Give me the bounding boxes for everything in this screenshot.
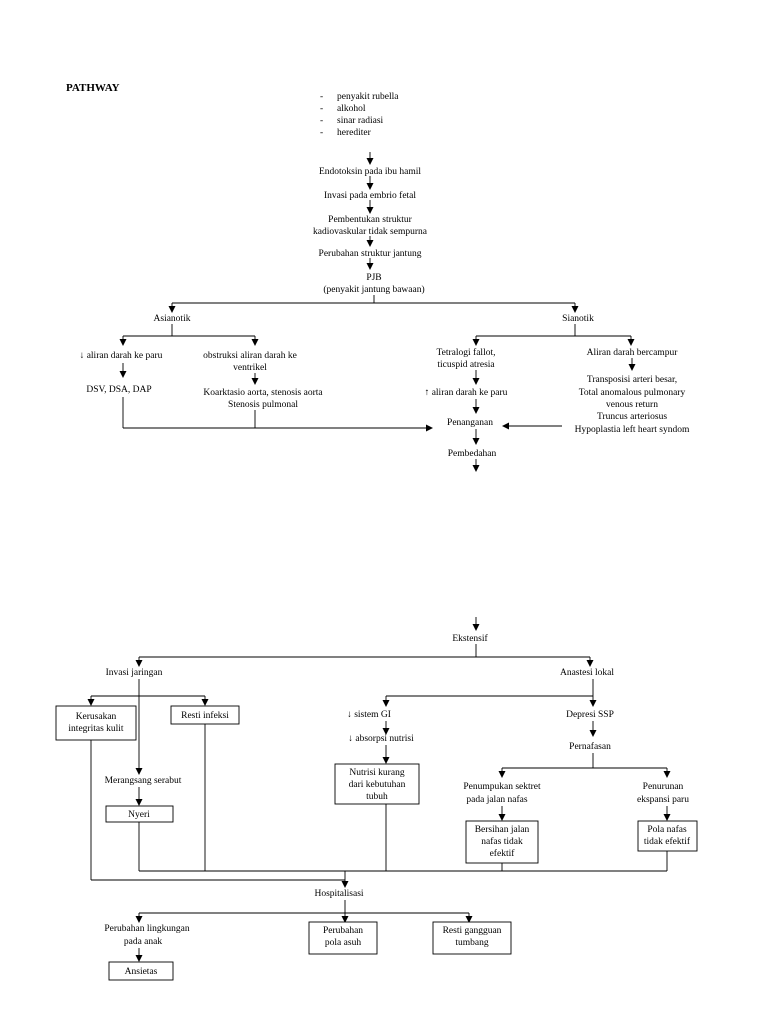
- node-bersihan: Bersihan jalan: [475, 825, 530, 835]
- node-penurunan: Penurunan: [643, 782, 684, 792]
- node-transposisi: Transposisi arteri besar,: [587, 375, 677, 385]
- node-invasi-embrio: Invasi pada embrio fetal: [324, 190, 416, 201]
- node-transposisi: venous return: [606, 400, 658, 410]
- node-resti-gangguan-cont: tumbang: [455, 938, 488, 948]
- node-sistem-gi: ↓ sistem GI: [347, 710, 391, 720]
- node-pola-asuh-cont: pola asuh: [325, 938, 361, 948]
- node-penumpukan: Penumpukan sektret: [463, 782, 541, 792]
- node-transposisi: Total anomalous pulmonary: [579, 388, 686, 398]
- box-perubahan-pola-asuh: [308, 921, 378, 955]
- box-nyeri: [105, 805, 174, 823]
- node-penumpukan-cont: pada jalan nafas: [466, 794, 527, 805]
- box-resti-gangguan-tumbang: [432, 921, 512, 955]
- node-aliran-naik: ↑ aliran darah ke paru: [425, 388, 508, 398]
- node-penurunan-cont: ekspansi paru: [637, 795, 689, 805]
- box-ansietas: [108, 961, 174, 981]
- node-ekstensif: Ekstensif: [452, 633, 488, 644]
- node-aliran-turun: ↓ aliran darah ke paru: [80, 351, 163, 361]
- node-pembentukan: Pembentukan struktur: [328, 215, 412, 225]
- node-koarktasio: Koarktasio aorta, stenosis aorta: [203, 388, 323, 398]
- node-dsv-dsa-dap: DSV, DSA, DAP: [86, 385, 151, 395]
- node-perubahan-lingkungan: Perubahan lingkungan: [104, 924, 189, 934]
- node-tetralogi-cont: ticuspid atresia: [437, 360, 495, 370]
- node-pola-nafas: Pola nafas: [647, 824, 687, 835]
- node-pjb-full: (penyakit jantung bawaan): [323, 284, 424, 295]
- node-obstruksi-cont: ventrikel: [233, 363, 267, 373]
- cause-bullet: -: [320, 128, 323, 138]
- node-nutrisi: dari kebutuhan: [349, 780, 406, 790]
- node-tetralogi: Tetralogi fallot,: [437, 347, 496, 358]
- node-hospitalisasi: Hospitalisasi: [314, 889, 363, 899]
- node-bersihan: nafas tidak: [481, 836, 523, 847]
- box-bersihan-jalan-nafas: [465, 820, 539, 864]
- node-stenosis-pulmonal: Stenosis pulmonal: [228, 400, 298, 410]
- box-pola-nafas: [637, 820, 698, 852]
- cause-bullet: -: [320, 104, 323, 114]
- node-pola-asuh: Perubahan: [323, 926, 363, 936]
- cause-list: - penyakit rubella - alkohol - sinar rad…: [320, 92, 399, 138]
- box-kerusakan-integritas: [55, 705, 137, 741]
- node-resti-gangguan: Resti gangguan: [443, 926, 502, 936]
- node-ansietas: Ansietas: [125, 967, 158, 977]
- node-kerusakan: Kerusakan: [76, 712, 117, 722]
- node-nyeri: Nyeri: [128, 810, 150, 820]
- node-endotoksin: Endotoksin pada ibu hamil: [319, 167, 421, 177]
- node-nutrisi: Nutrisi kurang: [349, 768, 404, 778]
- transposisi-list: Transposisi arteri besar, Total anomalou…: [575, 375, 690, 435]
- node-absorpsi: ↓ absorpsi nutrisi: [348, 734, 414, 744]
- node-transposisi: Hypoplastia left heart syndom: [575, 424, 690, 435]
- node-bersihan: efektif: [490, 848, 516, 859]
- node-pjb: PJB: [366, 273, 381, 283]
- node-pernafasan: Pernafasan: [569, 741, 611, 752]
- node-kerusakan-cont: integritas kulit: [68, 724, 124, 734]
- node-anastesi-lokal: Anastesi lokal: [560, 668, 614, 678]
- node-invasi-jaringan: Invasi jaringan: [106, 668, 163, 678]
- node-nutrisi: tubuh: [366, 792, 388, 802]
- node-obstruksi: obstruksi aliran darah ke: [203, 351, 297, 361]
- node-sianotik: Sianotik: [562, 314, 594, 324]
- cause-item: penyakit rubella: [337, 92, 399, 102]
- node-transposisi: Truncus arteriosus: [597, 412, 667, 422]
- page-title: PATHWAY: [66, 82, 120, 94]
- node-merangsang: Merangsang serabut: [105, 776, 182, 786]
- node-perubahan-struktur: Perubahan struktur jantung: [319, 249, 422, 259]
- cause-bullet: -: [320, 92, 323, 102]
- node-aliran-bercampur: Aliran darah bercampur: [587, 348, 679, 358]
- node-depresi-ssp: Depresi SSP: [566, 710, 614, 720]
- node-pola-nafas: tidak efektif: [644, 836, 691, 847]
- node-asianotik: Asianotik: [154, 314, 191, 324]
- node-pembentukan-cont: kadiovaskular tidak sempurna: [313, 227, 428, 237]
- node-pembedahan: Pembedahan: [448, 449, 497, 459]
- cause-item: sinar radiasi: [337, 116, 384, 126]
- box-nutrisi-kurang: [334, 763, 420, 805]
- node-perubahan-lingkungan-cont: pada anak: [124, 937, 162, 947]
- cause-item: herediter: [337, 128, 372, 138]
- node-resti-infeksi: Resti infeksi: [181, 710, 229, 721]
- node-penanganan: Penanganan: [447, 418, 493, 428]
- cause-bullet: -: [320, 116, 323, 126]
- cause-item: alkohol: [337, 104, 366, 114]
